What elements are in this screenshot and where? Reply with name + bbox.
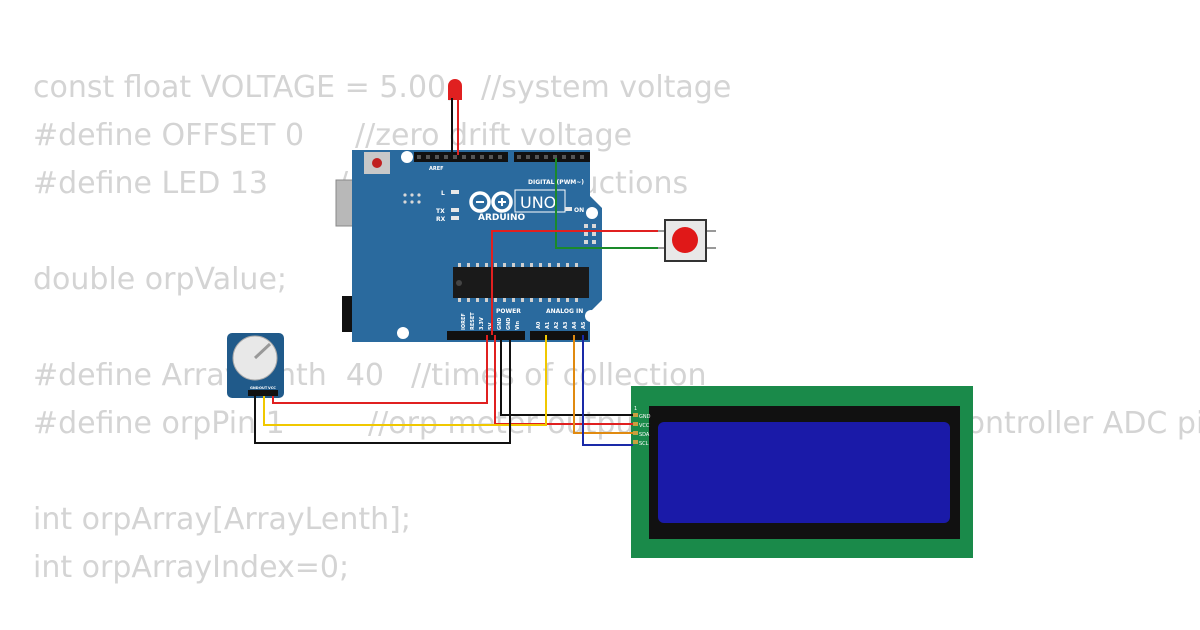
button-cap	[672, 227, 698, 253]
wire-lcd-vcc	[494, 335, 633, 425]
lcd-module[interactable]: 1 GND VCC SDA SCL	[631, 386, 973, 558]
brand-label: ARDUINO	[478, 213, 526, 223]
a3-pin-label: A3	[563, 321, 569, 329]
a2-pin-label: A2	[554, 321, 560, 329]
analog-label: ANALOG IN	[546, 308, 583, 315]
mounting-hole	[397, 327, 409, 339]
on-label: ON	[574, 207, 584, 214]
wire-lcd-scl	[582, 335, 633, 446]
chip-pins	[458, 263, 578, 302]
lcd-pin1-label: 1	[634, 406, 637, 412]
push-button[interactable]	[655, 219, 716, 262]
a0-pin-label: A0	[536, 321, 542, 329]
aref-label: AREF	[429, 166, 444, 172]
led-body	[448, 79, 462, 100]
tx-led	[451, 208, 459, 212]
power-label: POWER	[496, 308, 521, 315]
ioref-pin-label: IOREF	[461, 313, 467, 330]
red-led[interactable]	[448, 79, 462, 155]
tx-label: TX	[436, 208, 445, 215]
a5-pin-label: A5	[581, 321, 587, 329]
lcd-pin	[633, 422, 638, 426]
lcd-pin	[633, 431, 638, 435]
vin-pin-label: Vin	[515, 321, 521, 330]
pot-pin-vcc-label: VCC	[268, 386, 276, 390]
analog-header	[530, 331, 588, 340]
wire-button-vcc	[491, 230, 658, 335]
wire-pot-vcc	[272, 335, 488, 404]
mounting-hole	[401, 151, 413, 163]
l-led	[451, 190, 459, 194]
reset-pin-label: RESET	[470, 312, 476, 330]
pot-header	[248, 390, 278, 396]
lcd-screen	[658, 422, 950, 523]
chip-notch	[456, 280, 462, 286]
wire-lcd-gnd	[500, 335, 633, 416]
mounting-hole	[586, 207, 598, 219]
icsp-header-right	[584, 224, 596, 244]
rx-label: RX	[436, 216, 446, 223]
icsp-header-top	[403, 193, 421, 204]
wires	[254, 98, 658, 446]
l-label: L	[441, 190, 445, 197]
digital-header-left	[414, 152, 508, 162]
mounting-hole	[585, 310, 597, 322]
pot-indicator	[253, 342, 272, 360]
3v3-pin-label: 3.3V	[479, 317, 485, 330]
atmega-chip	[453, 267, 589, 298]
potentiometer-module[interactable]: GND OUT VCC	[227, 333, 284, 398]
model-box	[514, 189, 566, 213]
gnd-pin-label: GND	[497, 318, 503, 330]
pot-pin-out-label: OUT	[259, 386, 268, 390]
gnd-pin-label: GND	[506, 318, 512, 330]
a1-pin-label: A1	[545, 321, 551, 329]
rx-led	[451, 216, 459, 220]
lcd-pin-sda-label: SDA	[639, 432, 650, 438]
arduino-logo	[469, 191, 513, 213]
lcd-pin-gnd-label: GND	[639, 414, 651, 420]
reset-button-cap	[372, 158, 382, 168]
lcd-pin-scl-label: SCL	[639, 441, 649, 447]
wire-pot-signal	[263, 335, 547, 426]
lcd-pin	[633, 413, 638, 417]
model-label: UNO	[520, 193, 556, 212]
wire-pot-gnd	[254, 335, 511, 444]
lcd-pin	[633, 440, 638, 444]
digital-header-pins	[417, 155, 584, 159]
analog-pin-labels: A0 A1 A2 A3 A4 A5	[536, 321, 587, 329]
arduino-uno-board[interactable]: AREF DIGITAL (PWM~) L TX RX ARDUINO UNO …	[335, 150, 602, 342]
a4-pin-label: A4	[572, 321, 578, 329]
digital-header-right	[514, 152, 590, 162]
on-led	[565, 207, 572, 211]
wire-button-signal	[555, 158, 658, 249]
wire-lcd-sda	[573, 335, 633, 434]
lcd-pin-vcc-label: VCC	[639, 423, 650, 429]
pot-pin-gnd-label: GND	[250, 386, 259, 390]
